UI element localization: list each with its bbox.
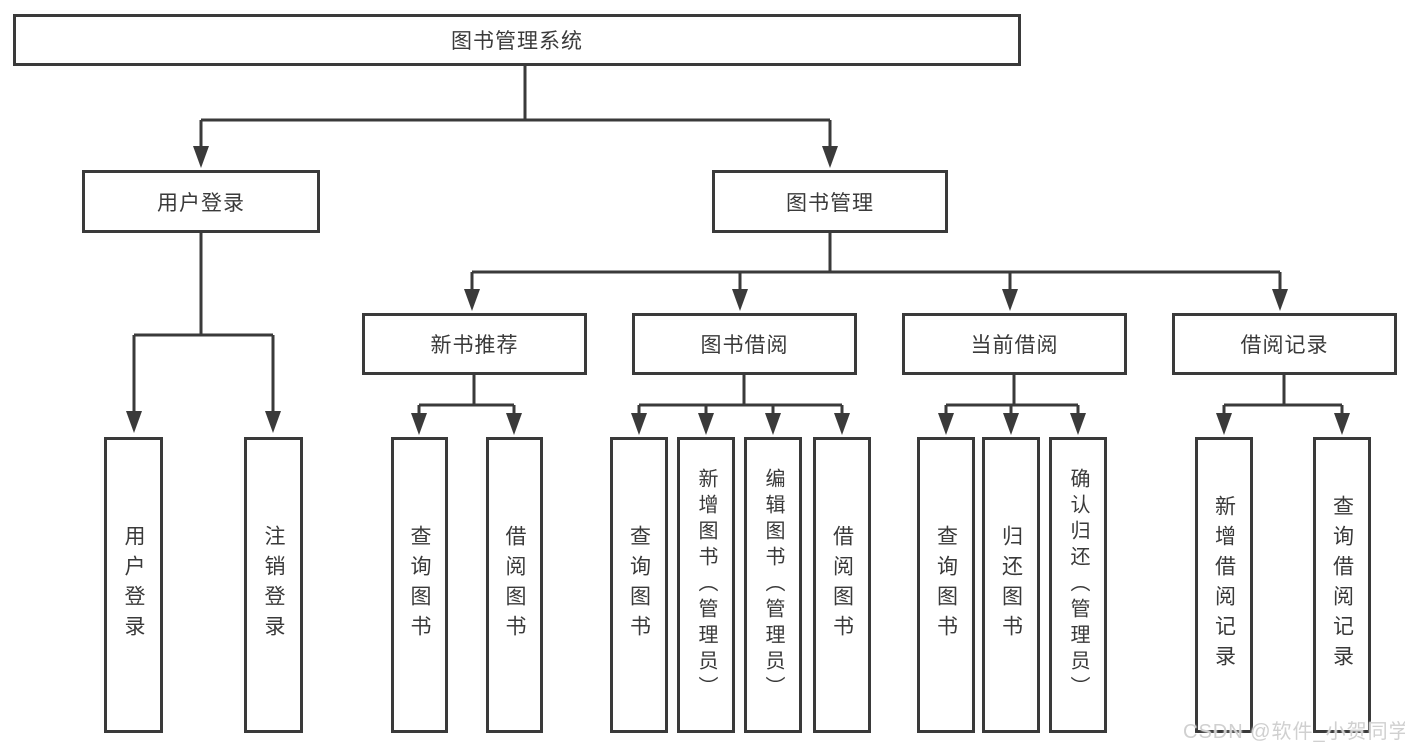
node-label: 借阅记录	[1240, 334, 1329, 357]
node-current-borrow: 当前借阅	[902, 313, 1127, 375]
node-book-management: 图书管理	[712, 170, 948, 233]
node-label: 新书推荐	[430, 334, 519, 357]
node-root-label: 图书管理系统	[451, 30, 583, 53]
leaf-label: 查询借阅记录	[1330, 495, 1354, 675]
leaf-confirm-return-admin: 确认归还（管理员）	[1049, 437, 1107, 733]
leaf-label: 借阅图书	[830, 525, 854, 645]
leaf-query-borrow-record: 查询借阅记录	[1313, 437, 1371, 733]
node-borrow-records: 借阅记录	[1172, 313, 1397, 375]
leaf-return-book: 归还图书	[982, 437, 1040, 733]
leaf-add-borrow-record: 新增借阅记录	[1195, 437, 1253, 733]
node-label: 图书管理	[786, 191, 874, 215]
leaf-label: 查询图书	[408, 525, 431, 645]
arrowheads	[126, 146, 1350, 435]
leaf-label: 用户登录	[122, 525, 145, 645]
leaf-label: 注销登录	[262, 525, 285, 645]
leaf-label: 编辑图书（管理员）	[762, 468, 784, 702]
leaf-label: 新增图书（管理员）	[695, 468, 717, 702]
leaf-query-books-current: 查询图书	[917, 437, 975, 733]
node-label: 图书借阅	[700, 334, 789, 357]
node-root: 图书管理系统	[13, 14, 1021, 66]
leaf-label: 新增借阅记录	[1212, 495, 1236, 675]
leaf-borrow-book: 借阅图书	[813, 437, 871, 733]
leaf-query-books-borrow: 查询图书	[610, 437, 668, 733]
leaf-label: 查询图书	[627, 525, 651, 645]
leaf-add-book-admin: 新增图书（管理员）	[677, 437, 735, 733]
node-label: 当前借阅	[970, 334, 1059, 357]
node-book-borrow: 图书借阅	[632, 313, 857, 375]
leaf-label: 归还图书	[999, 525, 1023, 645]
leaf-label: 借阅图书	[503, 525, 526, 645]
leaf-label: 确认归还（管理员）	[1067, 468, 1089, 702]
leaf-logout: 注销登录	[244, 437, 303, 733]
leaf-query-books-recommend: 查询图书	[391, 437, 448, 733]
leaf-borrow-book-recommend: 借阅图书	[486, 437, 543, 733]
node-user-login: 用户登录	[82, 170, 320, 233]
leaf-user-login: 用户登录	[104, 437, 163, 733]
leaf-edit-book-admin: 编辑图书（管理员）	[744, 437, 802, 733]
csdn-watermark: CSDN @软件_小贺同学	[1183, 721, 1405, 743]
node-new-book-recommend: 新书推荐	[362, 313, 587, 375]
node-label: 用户登录	[157, 191, 245, 215]
leaf-label: 查询图书	[934, 525, 958, 645]
